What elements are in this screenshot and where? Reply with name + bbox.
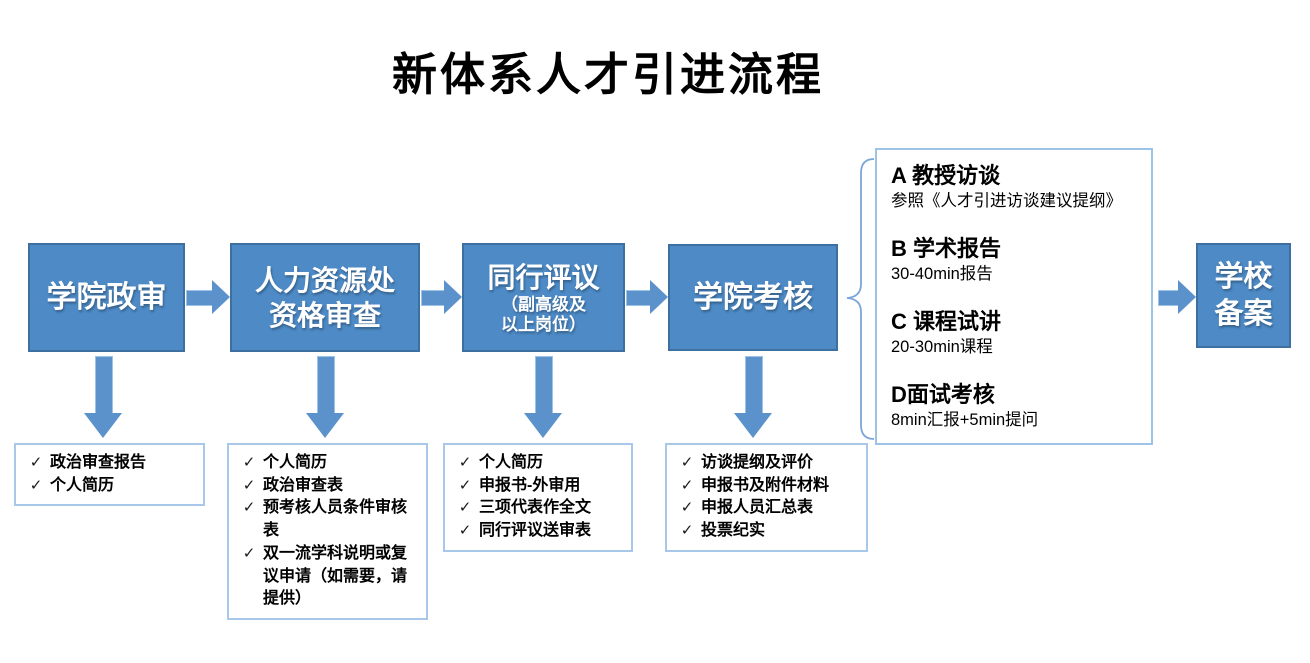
checklist-item-label: 预考核人员条件审核表 <box>263 499 408 540</box>
arrow-head <box>524 413 562 438</box>
checklist-item-label: 三项代表作全文 <box>479 499 592 517</box>
check-icon: ✓ <box>680 499 694 517</box>
check-icon: ✓ <box>458 522 472 540</box>
step-box-peer-review: 同行评议 （副高级及 以上岗位） <box>462 243 625 352</box>
check-icon: ✓ <box>680 522 694 540</box>
step-label: 学院政审 <box>46 280 167 314</box>
arrow-head <box>444 280 462 314</box>
assessment-item-interview-assessment: D面试考核 8min汇报+5min提问 <box>891 381 1137 431</box>
checklist-item: ✓ 政治审查报告 <box>22 452 195 475</box>
checklist-item: ✓ 三项代表作全文 <box>451 497 623 520</box>
check-icon: ✓ <box>458 476 472 494</box>
checklist-item-label: 政治审查报告 <box>50 454 147 471</box>
checklist-item: ✓ 个人简历 <box>451 452 623 475</box>
step-box-college-assessment: 学院考核 <box>668 244 838 351</box>
assessment-heading: B 学术报告 <box>891 236 1002 262</box>
step-sublabel: （副高级及 <box>501 294 586 314</box>
step-label: 学院考核 <box>693 280 813 314</box>
checklist-item-label: 个人简历 <box>479 454 544 471</box>
checklist-item-label: 政治审查表 <box>263 476 344 494</box>
step-box-college-political-review: 学院政审 <box>28 243 185 352</box>
arrow-shaft <box>186 290 213 306</box>
step-label: 同行评议 <box>487 261 600 293</box>
checklist-college-assessment: ✓ 访谈提纲及评价 ✓ 申报书及附件材料 ✓ 申报人员汇总表 ✓ 投票纪实 <box>665 443 868 552</box>
arrow-shaft <box>317 356 335 414</box>
checklist-item-label: 双一流学科说明或复议申请（如需要，请提供） <box>263 544 408 608</box>
checklist-item-label: 申报书及附件材料 <box>701 476 830 494</box>
assessment-heading: A 教授访谈 <box>891 163 1001 188</box>
check-icon: ✓ <box>242 476 256 494</box>
arrow-head <box>84 413 122 438</box>
arrow-shaft <box>745 356 763 414</box>
checklist-item-label: 个人简历 <box>263 454 328 471</box>
arrow-shaft <box>95 356 113 414</box>
checklist-item: ✓ 政治审查表 <box>235 475 418 498</box>
checklist-peer-review: ✓ 个人简历 ✓ 申报书-外审用 ✓ 三项代表作全文 ✓ 同行评议送审表 <box>443 443 633 552</box>
checklist-item: ✓ 同行评议送审表 <box>451 520 623 543</box>
arrow-shaft <box>626 290 651 306</box>
checklist-item: ✓ 申报书-外审用 <box>451 475 623 498</box>
check-icon: ✓ <box>29 454 43 471</box>
step-label: 资格审查 <box>268 299 381 331</box>
checklist-item-label: 同行评议送审表 <box>479 522 592 540</box>
check-icon: ✓ <box>242 544 256 562</box>
arrow-shaft <box>421 290 445 306</box>
step-box-school-filing: 学校 备案 <box>1196 243 1291 348</box>
assessment-heading: C 课程试讲 <box>891 309 1002 335</box>
checklist-item: ✓ 申报人员汇总表 <box>673 497 858 520</box>
checklist-college-political-review: ✓ 政治审查报告 ✓ 个人简历 <box>14 443 205 507</box>
arrow-shaft <box>535 356 553 414</box>
step-box-hr-qualification-review: 人力资源处 资格审查 <box>230 243 420 352</box>
brace-connector-icon <box>846 158 875 440</box>
page-title: 新体系人才引进流程 <box>391 49 825 100</box>
assessment-heading: D面试考核 <box>891 382 995 408</box>
check-icon: ✓ <box>458 499 472 517</box>
assessment-item-professor-interview: A 教授访谈 参照《人才引进访谈建议提纲》 <box>891 162 1137 212</box>
checklist-item-label: 个人简历 <box>50 476 115 494</box>
assessment-item-trial-lecture: C 课程试讲 20-30min课程 <box>891 308 1137 358</box>
checklist-item: ✓ 个人简历 <box>235 452 418 475</box>
check-icon: ✓ <box>680 476 694 494</box>
check-icon: ✓ <box>242 499 256 517</box>
checklist-item-label: 申报书-外审用 <box>479 476 581 494</box>
checklist-item: ✓ 双一流学科说明或复议申请（如需要，请提供） <box>235 543 418 611</box>
checklist-item: ✓ 个人简历 <box>22 475 195 498</box>
step-label: 学校 <box>1214 261 1273 294</box>
check-icon: ✓ <box>242 454 256 471</box>
step-label: 人力资源处 <box>254 264 395 296</box>
checklist-item-label: 申报人员汇总表 <box>701 499 814 517</box>
check-icon: ✓ <box>29 476 43 494</box>
arrow-head <box>1178 280 1196 314</box>
assessment-detail: 20-30min课程 <box>891 337 993 356</box>
step-sublabel: 以上岗位） <box>501 315 586 334</box>
checklist-hr-qualification-review: ✓ 个人简历 ✓ 政治审查表 ✓ 预考核人员条件审核表 ✓ 双一流学科说明或复议… <box>227 443 428 621</box>
assessment-detail: 参照《人才引进访谈建议提纲》 <box>891 191 1122 210</box>
arrow-shaft <box>1158 290 1179 306</box>
arrow-head <box>650 280 668 314</box>
checklist-item-label: 访谈提纲及评价 <box>701 454 814 471</box>
check-icon: ✓ <box>680 454 694 471</box>
step-label: 备案 <box>1214 297 1273 330</box>
arrow-head <box>306 413 344 438</box>
checklist-item: ✓ 访谈提纲及评价 <box>673 452 858 475</box>
arrow-head <box>212 280 230 314</box>
assessment-item-academic-report: B 学术报告 30-40min报告 <box>891 235 1137 285</box>
checklist-item: ✓ 申报书及附件材料 <box>673 475 858 498</box>
assessment-detail: 30-40min报告 <box>891 264 993 283</box>
checklist-item-label: 投票纪实 <box>701 522 766 540</box>
assessment-detail: 8min汇报+5min提问 <box>891 410 1039 429</box>
checklist-item: ✓ 预考核人员条件审核表 <box>235 497 418 542</box>
assessment-detail-panel: A 教授访谈 参照《人才引进访谈建议提纲》 B 学术报告 30-40min报告 … <box>875 148 1153 445</box>
arrow-head <box>734 413 772 438</box>
checklist-item: ✓ 投票纪实 <box>673 520 858 543</box>
check-icon: ✓ <box>458 454 472 471</box>
